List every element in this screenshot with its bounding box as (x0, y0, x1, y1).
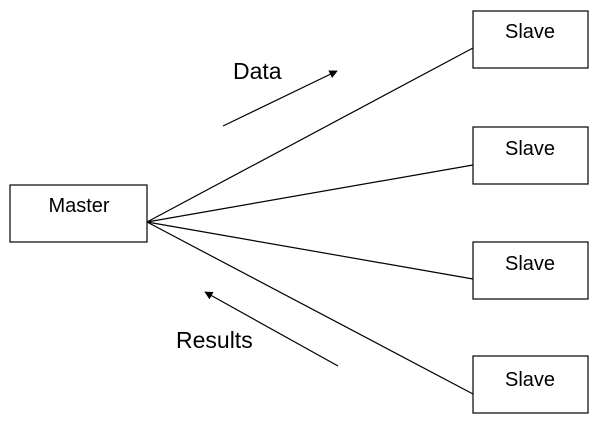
slave-label: Slave (505, 253, 555, 275)
slave-label: Slave (505, 369, 555, 391)
results-arrow-icon (204, 291, 339, 367)
connection-line-slave-3 (146, 221, 474, 280)
slave-node-4: Slave (472, 355, 589, 414)
slave-box (472, 241, 589, 300)
master-label: Master (48, 195, 109, 217)
data-arrow-label: Data (233, 58, 282, 84)
slave-box (472, 355, 589, 414)
slave-label: Slave (505, 138, 555, 160)
slave-box (472, 10, 589, 69)
results-arrow-label: Results (176, 327, 253, 353)
slave-label: Slave (505, 21, 555, 43)
slave-node-3: Slave (472, 241, 589, 300)
connection-line-slave-2 (146, 164, 474, 223)
slave-node-1: Slave (472, 10, 589, 69)
master-box (9, 184, 148, 243)
slave-box (472, 126, 589, 185)
slave-node-2: Slave (472, 126, 589, 185)
connection-line-slave-4 (146, 221, 474, 395)
connection-line-slave-1 (146, 47, 474, 223)
data-arrow-icon (222, 70, 338, 127)
master-node: Master (9, 184, 148, 243)
